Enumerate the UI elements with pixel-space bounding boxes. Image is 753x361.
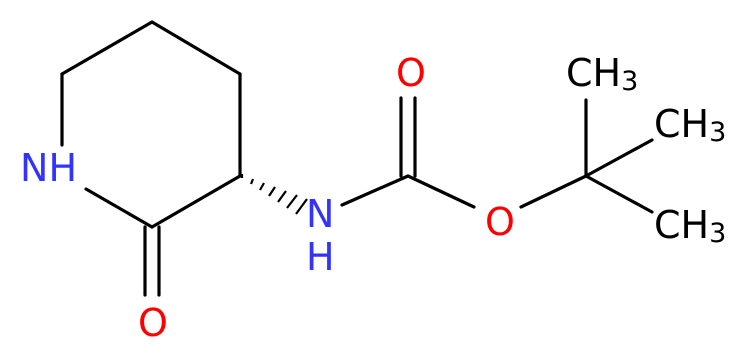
atom-ring-nh: NH [20, 146, 77, 190]
atom-amide-nh: N H [306, 192, 335, 279]
ring-nh-label: NH [20, 146, 77, 190]
hashed-wedge-bond [240, 174, 308, 215]
methyl-mid-label: CH3 [654, 102, 726, 148]
carbamate-bonds [340, 96, 588, 209]
amide-h-label: H [306, 235, 335, 279]
ring-carbonyl-double-bond [143, 225, 161, 297]
atom-boc-carbonyl-o: O [396, 51, 426, 95]
atom-methyl-mid: CH3 [654, 102, 726, 148]
boc-carbonyl-o-label: O [396, 51, 426, 95]
hash-7 [295, 198, 308, 215]
methyl-top-label: CH3 [566, 51, 638, 97]
hash-2 [249, 178, 255, 185]
bond-c3-c2 [150, 174, 242, 229]
bond-c2-n1 [84, 187, 154, 229]
tert-butyl-bonds [584, 98, 654, 214]
bond-c-methyl-bottom [584, 174, 654, 214]
atom-methyl-top: CH3 [566, 51, 638, 97]
atom-ring-carbonyl-o: O [138, 301, 168, 345]
hash-6 [286, 194, 298, 209]
amide-n-label: N [306, 192, 334, 236]
piperidinone-ring [60, 20, 242, 229]
hash-5 [277, 190, 287, 203]
hash-4 [268, 186, 276, 197]
bond-c5-c4 [150, 20, 242, 76]
ester-o-label: O [485, 200, 515, 244]
bond-carbonyl-c-ester-o [406, 174, 476, 209]
bond-c6-c5 [60, 20, 154, 76]
atom-ester-o: O [485, 200, 515, 244]
ring-carbonyl-o-label: O [138, 301, 168, 345]
atom-methyl-bottom: CH3 [654, 203, 726, 249]
bond-c-methyl-mid [584, 138, 654, 178]
bond-nh-carbonyl-c [340, 174, 410, 207]
bond-ester-o-quaternary-c [519, 174, 588, 209]
hash-3 [259, 182, 265, 191]
methyl-bottom-label: CH3 [654, 203, 726, 249]
